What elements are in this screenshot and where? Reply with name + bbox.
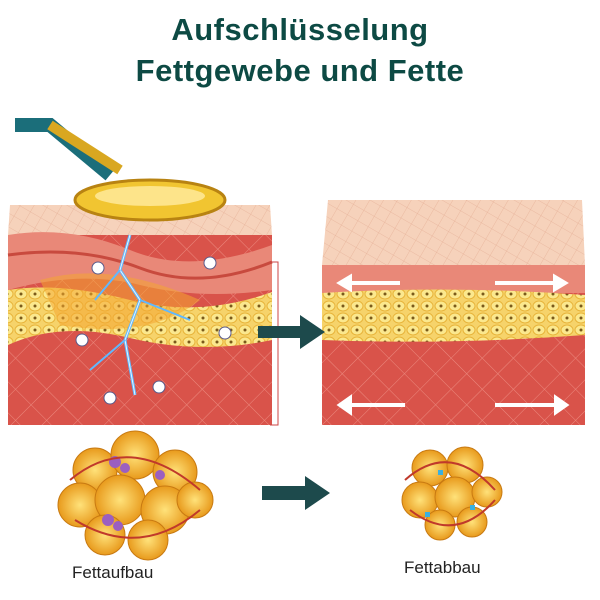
title-line-2: Fettgewebe und Fette [135, 53, 465, 88]
skin-block-after [322, 200, 585, 425]
fat-cluster-small [401, 446, 503, 541]
label-fat-breakdown: Fettabbau [404, 558, 481, 577]
fat-cluster-large [57, 430, 214, 561]
arrow-right-icon [258, 315, 325, 349]
massage-tool-icon [15, 118, 227, 222]
skin-block-before [7, 205, 279, 426]
label-fat-buildup: Fettaufbau [72, 563, 154, 582]
title-line-1: Aufschlüsselung [171, 12, 429, 47]
arrow-right-icon [262, 476, 330, 510]
